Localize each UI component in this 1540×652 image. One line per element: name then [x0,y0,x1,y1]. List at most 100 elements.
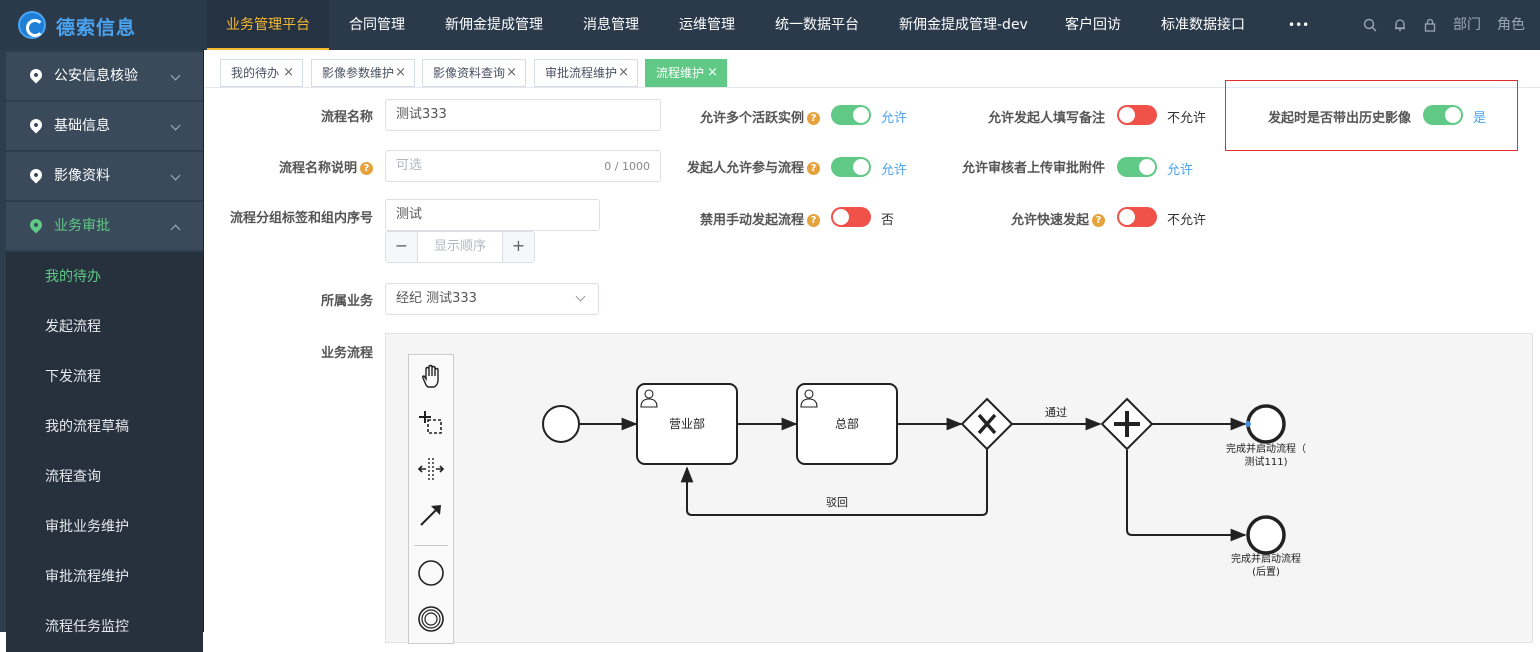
sequence-flow-reject[interactable] [680,449,988,516]
order-input[interactable]: 显示顺序 [433,239,486,254]
sidebar-group-label: 基础信息 [54,118,110,134]
flow-name-input[interactable]: 测试333 [385,99,661,131]
sidebar-item-label: 下发流程 [45,369,101,385]
end2-label-line1: 完成并启动流程 [1231,552,1301,565]
top-navbar: 德索信息 业务管理平台 合同管理 新佣金提成管理 消息管理 运维管理 统一数据平… [0,0,1540,50]
search-icon[interactable] [1363,18,1377,32]
sidebar-item-label: 流程任务监控 [45,619,129,635]
location-icon [27,116,45,134]
help-icon[interactable]: ? [807,112,820,125]
nav-item-contract[interactable]: 合同管理 [349,17,405,33]
end-event-1[interactable] [1245,404,1286,444]
nav-item-data-api[interactable]: 标准数据接口 [1161,17,1245,33]
sidebar-item-issue-flow[interactable]: 下发流程 [6,352,203,402]
nav-item-business-platform[interactable]: 业务管理平台 [207,0,329,50]
sidebar-item-approval-biz[interactable]: 审批业务维护 [6,502,203,552]
start-event-icon[interactable] [417,559,445,587]
switch-knob [1445,107,1461,123]
flow-desc-placeholder: 可选 [396,158,423,173]
quick-start-value: 不允许 [1167,213,1207,228]
flow-group-input[interactable]: 测试 [385,199,600,231]
tab-approval-flow[interactable]: 审批流程维护× [534,59,638,87]
tab-image-query[interactable]: 影像资料查询× [422,59,526,87]
sidebar-group-business-approval[interactable]: 业务审批 [6,202,203,250]
disable-manual-switch[interactable] [831,207,871,227]
help-icon[interactable]: ? [360,162,373,175]
tool-palette [408,354,454,644]
start-event[interactable] [542,405,580,443]
sidebar-group-label: 公安信息核验 [54,68,138,84]
multi-active-value: 允许 [881,111,908,126]
help-icon[interactable]: ? [1092,214,1105,227]
quick-start-switch[interactable] [1117,207,1157,227]
switch-label-text: 发起人允许参与流程 [686,161,804,176]
nav-item-commission[interactable]: 新佣金提成管理 [445,17,543,33]
switch-knob [1119,209,1135,225]
bell-icon[interactable] [1393,18,1407,32]
sidebar-item-task-monitor[interactable]: 流程任务监控 [6,602,203,652]
upload-attach-label: 允许审核者上传审批附件 [961,161,1105,176]
hand-tool-icon[interactable] [417,363,445,391]
tab-label: 影像参数维护 [322,66,395,80]
biz-select[interactable]: 经纪 测试333 [385,283,599,315]
sidebar-group-basic-info[interactable]: 基础信息 [6,102,203,150]
end1-label-line1: 完成并启动流程（ [1226,442,1306,455]
nav-item-ops[interactable]: 运维管理 [679,17,735,33]
user-task-2[interactable]: 总部 [796,383,898,465]
flow-desc-label-text: 流程名称说明 [278,161,357,176]
space-tool-icon[interactable] [417,455,445,483]
nav-item-customer-visit[interactable]: 客户回访 [1065,17,1121,33]
history-images-switch[interactable] [1423,105,1463,125]
switch-knob [833,209,849,225]
nav-item-data-platform[interactable]: 统一数据平台 [775,17,859,33]
initiator-remark-switch[interactable] [1117,105,1157,125]
switch-label-text: 允许快速发起 [1010,213,1089,228]
logo-icon [18,11,46,39]
end-event-2[interactable] [1246,515,1286,555]
biz-select-value: 经纪 测试333 [396,291,477,306]
tab-image-params[interactable]: 影像参数维护× [311,59,415,87]
disable-manual-value: 否 [881,213,895,228]
help-icon[interactable]: ? [807,162,820,175]
lock-icon[interactable] [1423,18,1437,32]
parallel-gateway[interactable] [1100,397,1154,451]
stepper-minus-button[interactable]: − [386,232,418,262]
sidebar-item-approval-flow[interactable]: 审批流程维护 [6,552,203,602]
sequence-flow-to-end2[interactable] [1126,450,1247,542]
close-icon[interactable]: × [618,65,629,80]
sidebar-item-my-todo[interactable]: 我的待办 [6,252,203,302]
nav-item-messages[interactable]: 消息管理 [583,17,639,33]
user-task-1[interactable]: 营业部 [636,383,738,465]
close-icon[interactable]: × [283,65,294,80]
initiator-join-switch[interactable] [831,157,871,177]
sidebar-item-flow-query[interactable]: 流程查询 [6,452,203,502]
close-icon[interactable]: × [506,65,517,80]
flow-group-label: 流程分组标签和组内序号 [229,211,373,226]
switch-knob [1139,159,1155,175]
multi-active-switch[interactable] [831,105,871,125]
nav-item-commission-dev[interactable]: 新佣金提成管理-dev [899,17,1028,33]
dept-menu[interactable]: 部门 [1453,17,1481,33]
upload-attach-switch[interactable] [1117,157,1157,177]
sidebar-group-images[interactable]: 影像资料 [6,152,203,200]
lasso-tool-icon[interactable] [417,409,445,437]
role-menu[interactable]: 角色 [1497,17,1525,33]
exclusive-gateway[interactable] [960,397,1014,451]
tab-my-todo[interactable]: 我的待办× [220,59,303,87]
palette-divider [414,545,448,546]
help-icon[interactable]: ? [807,214,820,227]
app-logo[interactable]: 德索信息 [18,9,208,41]
close-icon[interactable]: × [707,65,718,80]
tab-flow-maintain[interactable]: 流程维护× [645,59,727,87]
connect-tool-icon[interactable] [417,501,445,529]
sidebar-item-flow-drafts[interactable]: 我的流程草稿 [6,402,203,452]
timer-event-icon[interactable] [417,605,445,633]
close-icon[interactable]: × [395,65,406,80]
bpmn-canvas[interactable]: 营业部 总部 通过 驳回 完成并启动流程（ 测试111) 完成并启动流程 (后置… [385,333,1533,644]
nav-more-button[interactable]: ••• [1288,18,1310,32]
stepper-plus-button[interactable]: + [502,232,534,262]
chevron-down-icon [575,291,586,302]
sidebar-item-start-flow[interactable]: 发起流程 [6,302,203,352]
sidebar-group-police-verify[interactable]: 公安信息核验 [6,52,203,100]
